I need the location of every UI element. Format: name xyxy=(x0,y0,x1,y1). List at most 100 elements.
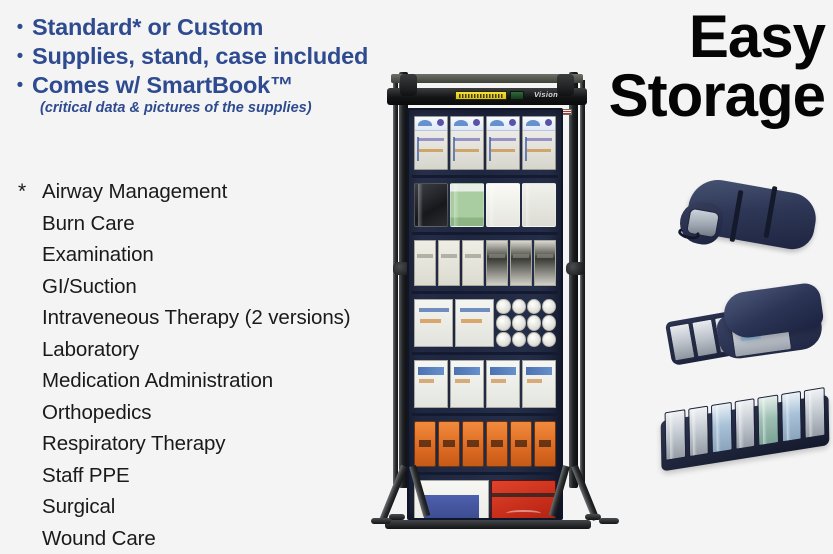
bullet-dot-icon: • xyxy=(16,46,24,67)
supply-category-label: Examination xyxy=(42,243,154,266)
page-title-line-2: Storage xyxy=(608,61,826,129)
tape-roll xyxy=(526,331,541,347)
shelf-row-2 xyxy=(412,181,558,235)
tape-roll xyxy=(511,315,526,331)
rack-clamp-top-right xyxy=(557,74,574,96)
unrolled-flat-bag xyxy=(660,387,830,472)
orange-supply-item xyxy=(438,421,460,467)
bag-pouch xyxy=(664,409,686,461)
tape-roll xyxy=(526,315,541,331)
supply-packet xyxy=(455,299,495,347)
partially-open-bag xyxy=(664,281,826,368)
yellow-brand-sticker xyxy=(455,91,507,100)
page-title: Easy Storage xyxy=(608,3,826,129)
red-trauma-bag xyxy=(490,480,556,518)
supply-category-label: Respiratory Therapy xyxy=(42,432,226,455)
bag-pouch xyxy=(804,387,826,439)
medical-supply-rack: Vision xyxy=(371,62,621,544)
list-item: Respiratory Therapy xyxy=(8,432,408,464)
rack-upper-rail xyxy=(391,74,583,83)
page-title-line-1: Easy xyxy=(688,3,826,70)
supply-packet xyxy=(414,360,448,408)
rack-foot xyxy=(585,514,601,520)
shelf-row-1 xyxy=(412,114,558,178)
feature-bullet-label: Comes w/ SmartBook™ xyxy=(32,72,294,98)
green-indicator-chip xyxy=(510,91,524,100)
supply-packet xyxy=(486,240,508,286)
tape-roll xyxy=(496,331,511,347)
tape-roll xyxy=(526,299,541,315)
supply-packet xyxy=(462,240,484,286)
list-item: Medication Administration xyxy=(8,369,408,401)
bag-pouch xyxy=(734,398,756,450)
list-item: Examination xyxy=(8,243,408,275)
rolled-closed-bag xyxy=(672,175,822,258)
rack-leg xyxy=(571,464,600,522)
feature-bullet-label: Supplies, stand, case included xyxy=(32,43,369,69)
supply-pouch xyxy=(450,183,484,227)
rack-foot xyxy=(389,514,405,520)
rack-knob-right xyxy=(566,262,585,275)
list-item: Orthopedics xyxy=(8,401,408,433)
feature-bullet-item: • Standard* or Custom xyxy=(8,14,408,41)
orange-supply-item xyxy=(486,421,508,467)
supply-packet xyxy=(414,299,454,347)
supply-packet xyxy=(522,360,556,408)
supply-category-label: Surgical xyxy=(42,495,116,518)
supply-pouch xyxy=(486,183,520,227)
orange-supply-item xyxy=(462,421,484,467)
bullet-dot-icon: • xyxy=(16,17,24,38)
orange-supply-item xyxy=(510,421,532,467)
bag-pouch xyxy=(757,394,779,447)
supply-category-label: Orthopedics xyxy=(42,400,152,424)
list-item: Burn Care xyxy=(8,212,408,244)
bullet-dot-icon: • xyxy=(16,75,24,96)
orange-supply-item xyxy=(414,421,436,467)
tape-roll xyxy=(541,315,556,331)
tape-roll xyxy=(511,299,526,315)
list-item: Staff PPE xyxy=(8,464,408,496)
asterisk-icon: * xyxy=(18,180,27,203)
supply-category-label: Intraveneous Therapy (2 versions) xyxy=(42,306,351,329)
shelf-row-5 xyxy=(412,358,558,416)
supply-category-label: Wound Care xyxy=(42,526,156,550)
tape-roll xyxy=(496,315,511,331)
orange-supply-item xyxy=(534,421,556,467)
rack-foot xyxy=(371,518,391,524)
list-item: Wound Care xyxy=(8,527,408,554)
tape-roll xyxy=(496,299,511,315)
shelf-row-6 xyxy=(412,419,558,475)
supply-category-list: * Airway Management Burn Care Examinatio… xyxy=(8,180,408,554)
feature-bullet-label: Standard* or Custom xyxy=(32,14,264,40)
supply-packet xyxy=(414,240,436,286)
feature-bullet-item: • Supplies, stand, case included xyxy=(8,43,408,70)
list-item: GI/Suction xyxy=(8,275,408,307)
supply-packet xyxy=(450,360,484,408)
supply-box xyxy=(450,116,484,170)
supply-pouch xyxy=(414,183,448,227)
list-item: Intraveneous Therapy (2 versions) xyxy=(8,306,408,338)
rack-frame-post-right xyxy=(580,80,585,484)
smartbook-sub-note: (critical data & pictures of the supplie… xyxy=(40,100,312,116)
supply-packet xyxy=(438,240,460,286)
rack-brand-label: Vision xyxy=(534,90,559,99)
shelf-row-4 xyxy=(412,297,558,355)
supply-category-label: Laboratory xyxy=(42,337,140,361)
supply-packet xyxy=(510,240,532,286)
bag-pouch xyxy=(687,405,710,458)
tape-roll xyxy=(511,331,526,347)
list-item: Surgical xyxy=(8,495,408,527)
shelf-row-7 xyxy=(412,478,558,518)
rack-pole-right xyxy=(569,72,578,488)
flag-icon xyxy=(562,109,572,115)
feature-bullet-item: • Comes w/ SmartBook™ xyxy=(8,72,408,99)
bag-pouch xyxy=(711,401,733,454)
supply-pouch xyxy=(522,183,556,227)
rack-supply-panel xyxy=(407,108,563,520)
bag-pouch xyxy=(781,390,803,443)
rack-frame-post-left xyxy=(393,80,398,484)
supply-category-label: Burn Care xyxy=(42,211,135,235)
list-item: * Airway Management xyxy=(8,180,408,212)
supply-category-label: Airway Management xyxy=(42,180,228,203)
